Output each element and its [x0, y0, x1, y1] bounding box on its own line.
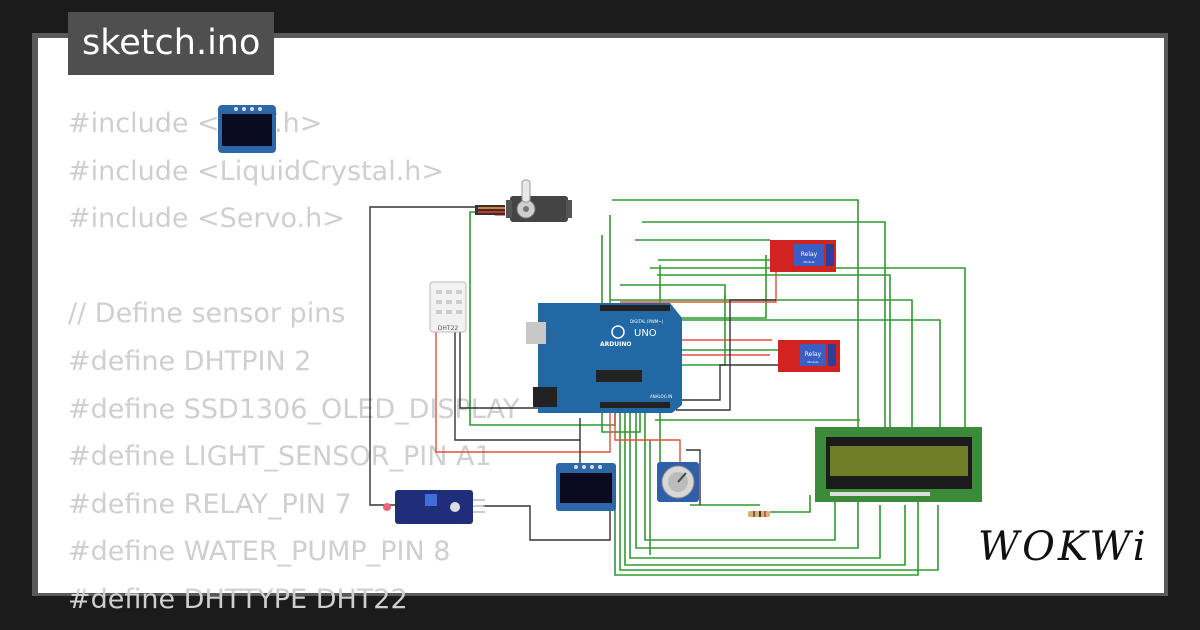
oled-display-bottom [556, 463, 616, 511]
relay-bottom-label: Relay [805, 351, 822, 358]
relay-module-bottom: Relay Module [778, 340, 840, 372]
relay-module-top: Relay Module [770, 240, 836, 272]
code-line-10: #define WATER_PUMP_PIN 8 [68, 536, 451, 568]
code-line-8: #define LIGHT_SENSOR_PIN A1 [68, 441, 492, 473]
file-tab-sketch[interactable]: sketch.ino [68, 12, 275, 75]
arduino-analog-label: ANALOG IN [650, 394, 672, 399]
relay-bottom-sub: Module [808, 360, 819, 364]
wires-red [435, 214, 777, 470]
code-line-3: #include <Servo.h> [68, 203, 345, 235]
code-line-6: #define DHTPIN 2 [68, 345, 312, 377]
potentiometer [657, 462, 699, 502]
wires-black [369, 206, 780, 541]
arduino-uno-board: DIGITAL (PWM~) UNO ARDUINO ANALOG IN [526, 303, 682, 413]
wires-green [469, 199, 966, 576]
code-line-7: #define SSD1306_OLED_DISPLAY [68, 393, 520, 425]
servo-motor [475, 179, 572, 222]
code-line-11: #define DHTTYPE DHT22 [68, 583, 408, 615]
arduino-digital-label: DIGITAL (PWM~) [630, 319, 664, 324]
wokwi-logo: WOKWi [978, 524, 1149, 570]
light-sensor-module [383, 490, 485, 524]
arduino-brand-label: ARDUINO [600, 341, 631, 348]
dht22-sensor: DHT22 [429, 281, 467, 333]
code-line-5: // Define sensor pins [68, 298, 346, 330]
code-line-9: #define RELAY_PIN 7 [68, 488, 352, 520]
relay-top-sub: Module [804, 260, 815, 264]
oled-display-top [218, 105, 276, 153]
lcd-display [815, 427, 982, 502]
code-editor[interactable]: #include <DHT.h> #include <LiquidCrystal… [68, 100, 519, 624]
relay-top-label: Relay [801, 251, 818, 258]
arduino-model-label: UNO [634, 328, 657, 339]
code-line-2: #include <LiquidCrystal.h> [68, 155, 445, 187]
resistor [748, 511, 770, 517]
dht-label: DHT22 [438, 325, 459, 332]
